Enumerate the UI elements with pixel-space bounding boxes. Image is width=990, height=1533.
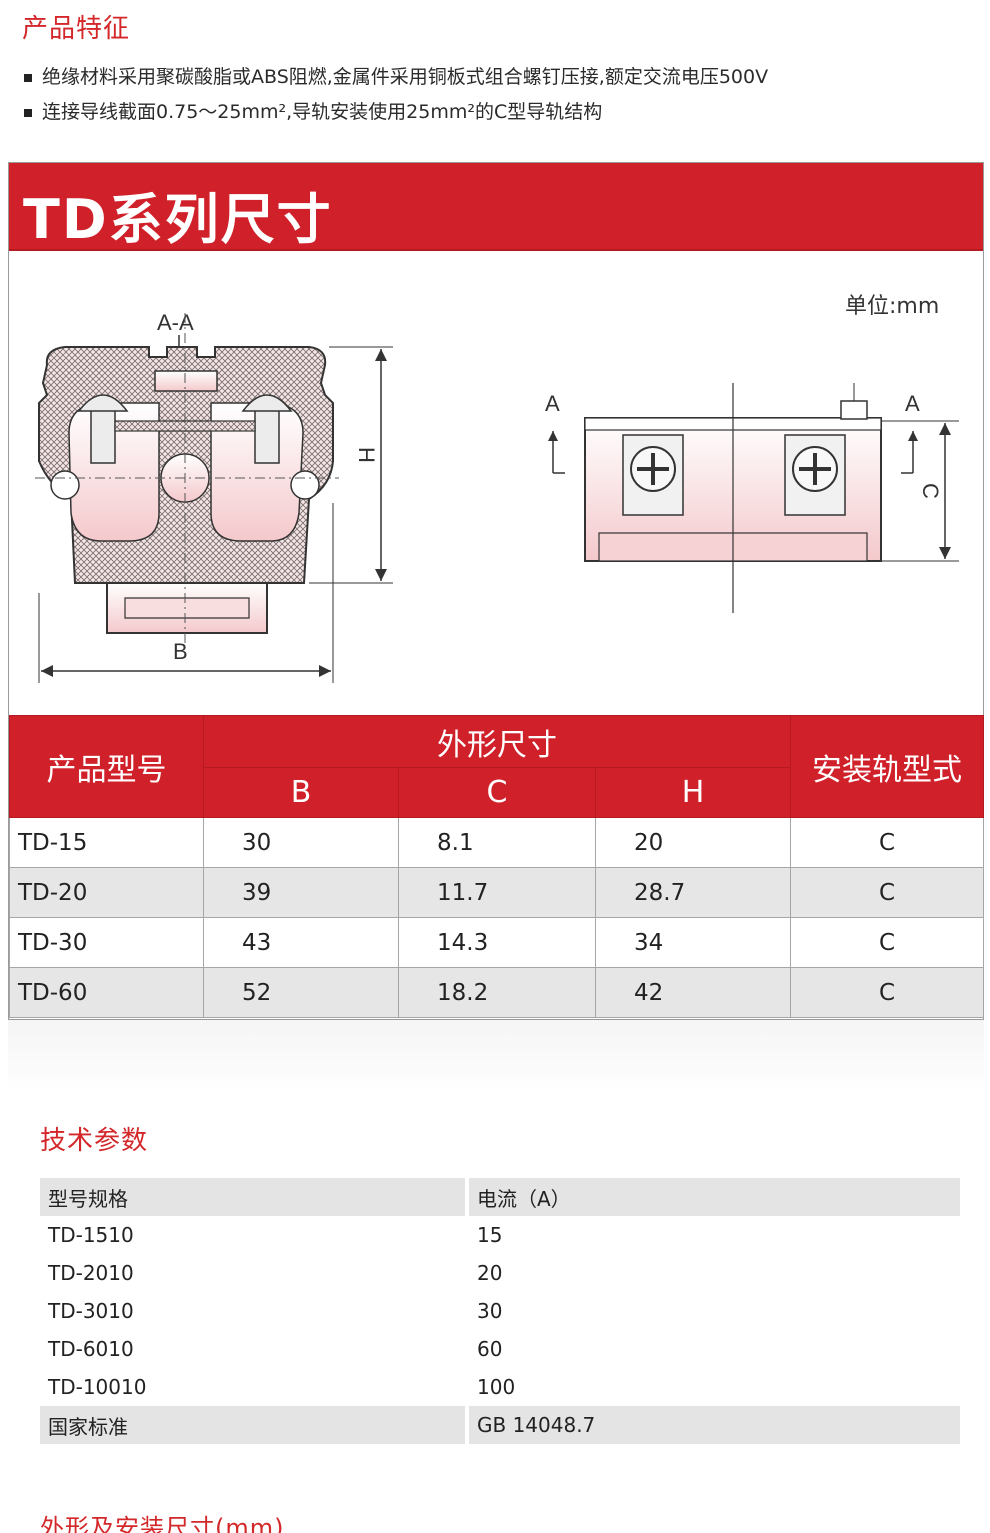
- cell-rail: C: [790, 817, 985, 868]
- header-h: H: [594, 767, 792, 818]
- cell-model: TD-20: [9, 867, 204, 918]
- header-model: 产品型号: [9, 715, 204, 818]
- tech-header-row: 型号规格 电流（A）: [40, 1178, 960, 1216]
- cell-rail: C: [790, 867, 985, 918]
- dimensions-table: 产品型号 外形尺寸 安装轨型式 B C H TD-15 30 8.1 20 C …: [9, 715, 985, 1018]
- unit-label: 单位:mm: [845, 294, 940, 319]
- cell-h: 20: [594, 817, 792, 868]
- dimensions-banner: TD系列尺寸: [9, 163, 983, 251]
- cell-b: 43: [203, 917, 399, 968]
- dimensions-panel: TD系列尺寸 单位:mm A-A: [8, 162, 985, 1020]
- standard-value: GB 14048.7: [465, 1406, 960, 1444]
- table-row: TD-3010 30: [40, 1292, 960, 1330]
- install-title: 外形及安装尺寸(mm): [40, 1514, 285, 1533]
- table-row: TD-1510 15: [40, 1216, 960, 1254]
- dimension-label-h: H: [354, 447, 379, 463]
- section-marker-a-right: A: [905, 391, 920, 416]
- cell-h: 42: [594, 967, 792, 1018]
- feature-bullet: 绝缘材料采用聚碳酸脂或ABS阻燃,金属件采用铜板式组合螺钉压接,额定交流电压50…: [22, 60, 768, 95]
- section-divider: [8, 1020, 984, 1092]
- header-outline: 外形尺寸: [202, 715, 792, 768]
- side-view: A A: [545, 383, 959, 613]
- section-marker-a-left: A: [545, 391, 560, 416]
- cell-model: TD-6010: [48, 1337, 134, 1361]
- cell-h: 28.7: [594, 867, 792, 918]
- feature-bullet: 连接导线截面0.75～25mm²,导轨安装使用25mm²的C型导轨结构: [22, 95, 768, 130]
- table-row: TD-30 43 14.3 34 C: [9, 917, 985, 968]
- tech-title: 技术参数: [40, 1126, 149, 1156]
- section-label: A-A: [157, 310, 194, 335]
- cell-model: TD-1510: [48, 1223, 134, 1247]
- cell-current: 15: [465, 1216, 960, 1254]
- cell-b: 30: [203, 817, 399, 868]
- header-b: B: [203, 767, 399, 818]
- header-current: 电流（A）: [465, 1178, 960, 1216]
- table-row: TD-15 30 8.1 20 C: [9, 817, 985, 868]
- cell-model: TD-10010: [48, 1375, 147, 1399]
- cell-model: TD-30: [9, 917, 204, 968]
- table-row: TD-20 39 11.7 28.7 C: [9, 867, 985, 918]
- cell-model: TD-15: [9, 817, 204, 868]
- header-rail-type: 安装轨型式: [790, 715, 985, 818]
- cross-section-view: A-A: [35, 310, 393, 683]
- dimension-label-b: B: [173, 639, 188, 664]
- standard-label: 国家标准: [40, 1406, 467, 1444]
- cell-rail: C: [790, 917, 985, 968]
- cell-c: 18.2: [398, 967, 596, 1018]
- table-row: TD-2010 20: [40, 1254, 960, 1292]
- dimensions-banner-title: TD系列尺寸: [23, 188, 333, 251]
- cell-b: 52: [203, 967, 399, 1018]
- header-c: C: [398, 767, 596, 818]
- features-list: 绝缘材料采用聚碳酸脂或ABS阻燃,金属件采用铜板式组合螺钉压接,额定交流电压50…: [22, 60, 768, 130]
- dimension-label-c: C: [918, 483, 943, 499]
- cell-current: 20: [465, 1254, 960, 1292]
- cell-c: 14.3: [398, 917, 596, 968]
- header-model-spec: 型号规格: [40, 1178, 467, 1216]
- table-row: TD-60 52 18.2 42 C: [9, 967, 985, 1018]
- cell-current: 100: [465, 1368, 960, 1406]
- cell-model: TD-60: [9, 967, 204, 1018]
- table-row: TD-6010 60: [40, 1330, 960, 1368]
- cell-b: 39: [203, 867, 399, 918]
- cell-c: 11.7: [398, 867, 596, 918]
- cell-model: TD-2010: [48, 1261, 134, 1285]
- tech-table: 型号规格 电流（A） TD-1510 15 TD-2010 20 TD-3010…: [40, 1178, 960, 1444]
- cell-current: 60: [465, 1330, 960, 1368]
- table-row: TD-10010 100: [40, 1368, 960, 1406]
- cell-h: 34: [594, 917, 792, 968]
- technical-drawing: A-A: [35, 310, 959, 683]
- cell-rail: C: [790, 967, 985, 1018]
- standard-row: 国家标准 GB 14048.7: [40, 1406, 960, 1444]
- features-title: 产品特征: [22, 14, 131, 44]
- cell-model: TD-3010: [48, 1299, 134, 1323]
- cell-current: 30: [465, 1292, 960, 1330]
- cell-c: 8.1: [398, 817, 596, 868]
